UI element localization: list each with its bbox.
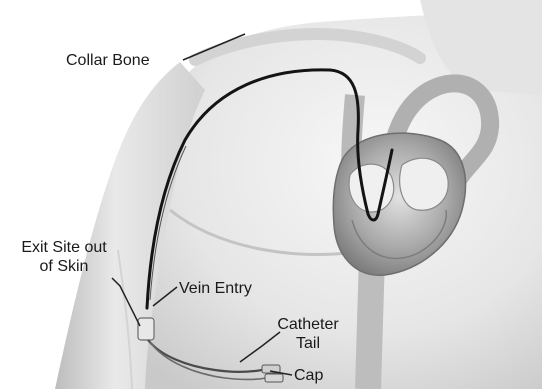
catheter-tail-label-line2: Tail [268, 334, 348, 353]
exit-site-label-line1: Exit Site out [4, 238, 124, 257]
exit-site-label-line2: of Skin [4, 257, 124, 276]
catheter-tail-label-line1: Catheter [268, 315, 348, 334]
heart-chamber-left [400, 158, 448, 210]
collar-bone-label: Collar Bone [66, 51, 150, 70]
exit-site-label: Exit Site out of Skin [4, 238, 124, 276]
vein-entry-label: Vein Entry [179, 279, 252, 298]
cap-label: Cap [294, 366, 323, 385]
exit-site-dressing [138, 318, 154, 340]
catheter-tail-label: Catheter Tail [268, 315, 348, 353]
